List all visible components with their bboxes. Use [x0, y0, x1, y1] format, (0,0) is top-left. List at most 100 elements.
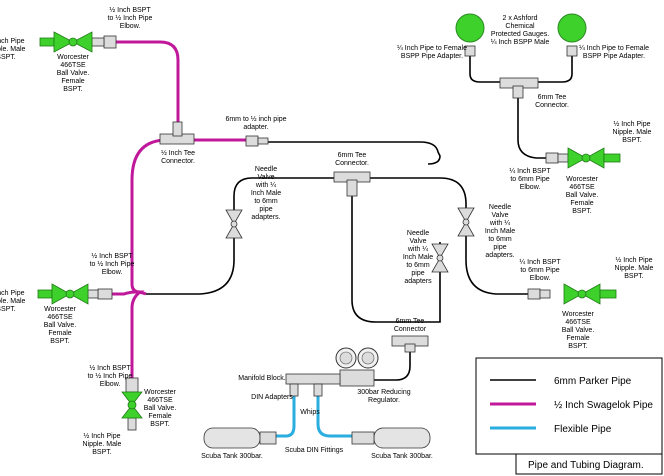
label-line: Female [570, 200, 593, 207]
label-line: to ½ Inch Pipe [108, 14, 153, 22]
label-line: pipe [411, 270, 424, 277]
elbow-mid-left [97, 288, 113, 300]
label-line: 2 x Ashford [502, 15, 537, 22]
pink-pipe-top [112, 40, 180, 140]
needle-valve-left [225, 209, 243, 239]
label-line: ½ Inch Pipe [0, 289, 25, 297]
black-pipe-top [268, 141, 441, 165]
label-line: Connector. [161, 158, 195, 165]
label-line: Female [48, 330, 71, 337]
label-line: BSPP Pipe Adapter. [583, 53, 645, 60]
label-line: Female [61, 78, 84, 85]
label-line: ½ Inch Pipe [614, 120, 651, 128]
elbow-bottom-left [125, 377, 139, 393]
tee-6mm-gauges-stem [512, 85, 524, 99]
label-line: 466TSE [565, 319, 591, 326]
label-line: Ball Valve. [562, 327, 595, 334]
label-line: Whips [300, 409, 320, 416]
label-line: ½ Inch BSPT [89, 364, 131, 372]
label-line: to ½ Inch Pipe [90, 260, 135, 268]
pink-pipe-left-vertical [130, 138, 165, 400]
label-manifold: Manifold Block. [238, 375, 286, 382]
elbow-quarter-6mm-top [545, 152, 559, 164]
label-line: BSPT. [568, 343, 588, 350]
nipple-fitting-top [91, 37, 105, 47]
label-line: Inch Male [403, 254, 433, 261]
label-line: ½ Inch BSPT [91, 252, 133, 260]
label-line: Female [566, 335, 589, 342]
label-din-adapters: DIN Adapters [251, 394, 293, 401]
label-line: 466TSE [147, 397, 173, 404]
label-line: Female [148, 413, 171, 420]
label-line: pipe [259, 206, 272, 213]
label-whips: Whips [300, 409, 320, 416]
ball-valve-bottom-left [121, 391, 143, 419]
label-line: Ball Valve. [566, 192, 599, 199]
label-line: with ¼ [489, 220, 510, 227]
label-line: Nipple. Male [83, 441, 122, 448]
label-line: Valve [258, 174, 275, 181]
label-line: Scuba Tank 300bar. [201, 453, 263, 460]
tee-6mm-lower-stem [404, 343, 416, 353]
label-line: 6mm to ½ inch pipe [225, 115, 286, 123]
diagram-title: Pipe and Tubing Diagram. [528, 460, 644, 471]
black-pipe-gauge-right [538, 52, 573, 83]
scuba-tank-right [351, 427, 431, 449]
label-line: BSPP Pipe Adapter. [401, 53, 463, 60]
needle-valve-center [431, 243, 449, 273]
label-line: Scuba DIN Fittings [285, 447, 344, 454]
label-line: 6mm Tee [338, 152, 367, 159]
gauge-left [455, 13, 485, 43]
manifold-block [285, 373, 341, 397]
label-line: Elbow. [120, 23, 141, 30]
label-line: 6mm Tee [538, 94, 567, 101]
label-line: Needle [489, 204, 511, 211]
label-line: Inch Male [485, 228, 515, 235]
label-line: with ¼ [407, 246, 428, 253]
legend: 6mm Parker Pipe ½ Inch Swagelok Pipe Fle… [475, 357, 663, 475]
label-line: Manifold Block. [238, 375, 286, 382]
din-adapter-right [313, 383, 323, 397]
gauge-right [557, 13, 587, 43]
label-line: BSPT. [622, 137, 642, 144]
label-line: Protected Gauges. [491, 31, 549, 38]
label-line: Connector. [535, 102, 569, 109]
label-line: with ¼ [255, 182, 276, 189]
label-line: Valve [492, 212, 509, 219]
elbow-quarter-6mm-bottom [527, 288, 541, 300]
label-line: Scuba Tank 300bar. [371, 453, 433, 460]
label-line: Connector. [335, 160, 369, 167]
label-line: to 6mm [488, 236, 512, 243]
black-pipe-gauge-left [469, 52, 500, 83]
label-line: Ball Valve. [144, 405, 177, 412]
label-line: adapters. [485, 252, 514, 259]
label-line: adapters. [251, 214, 280, 221]
nipple-bottom-left [127, 417, 137, 431]
label-line: Worcester [144, 389, 176, 396]
label-line: DIN Adapters [251, 394, 293, 401]
label-line: ½ Inch BSPT [109, 6, 151, 14]
nipple-mid-left [87, 289, 99, 299]
adapter-6mm-half [245, 135, 259, 147]
label-line: Ball Valve. [44, 322, 77, 329]
label-line: 300bar Reducing [357, 389, 410, 396]
label-line: BSPT. [63, 86, 83, 93]
label-line: Worcester [562, 311, 594, 318]
label-din-fittings: Scuba DIN Fittings [285, 447, 344, 454]
label-line: to 6mm Pipe [520, 267, 559, 274]
label-line: BSPT. [92, 449, 112, 456]
label-scuba-left: Scuba Tank 300bar. [201, 453, 263, 460]
scuba-tank-left [203, 427, 277, 449]
